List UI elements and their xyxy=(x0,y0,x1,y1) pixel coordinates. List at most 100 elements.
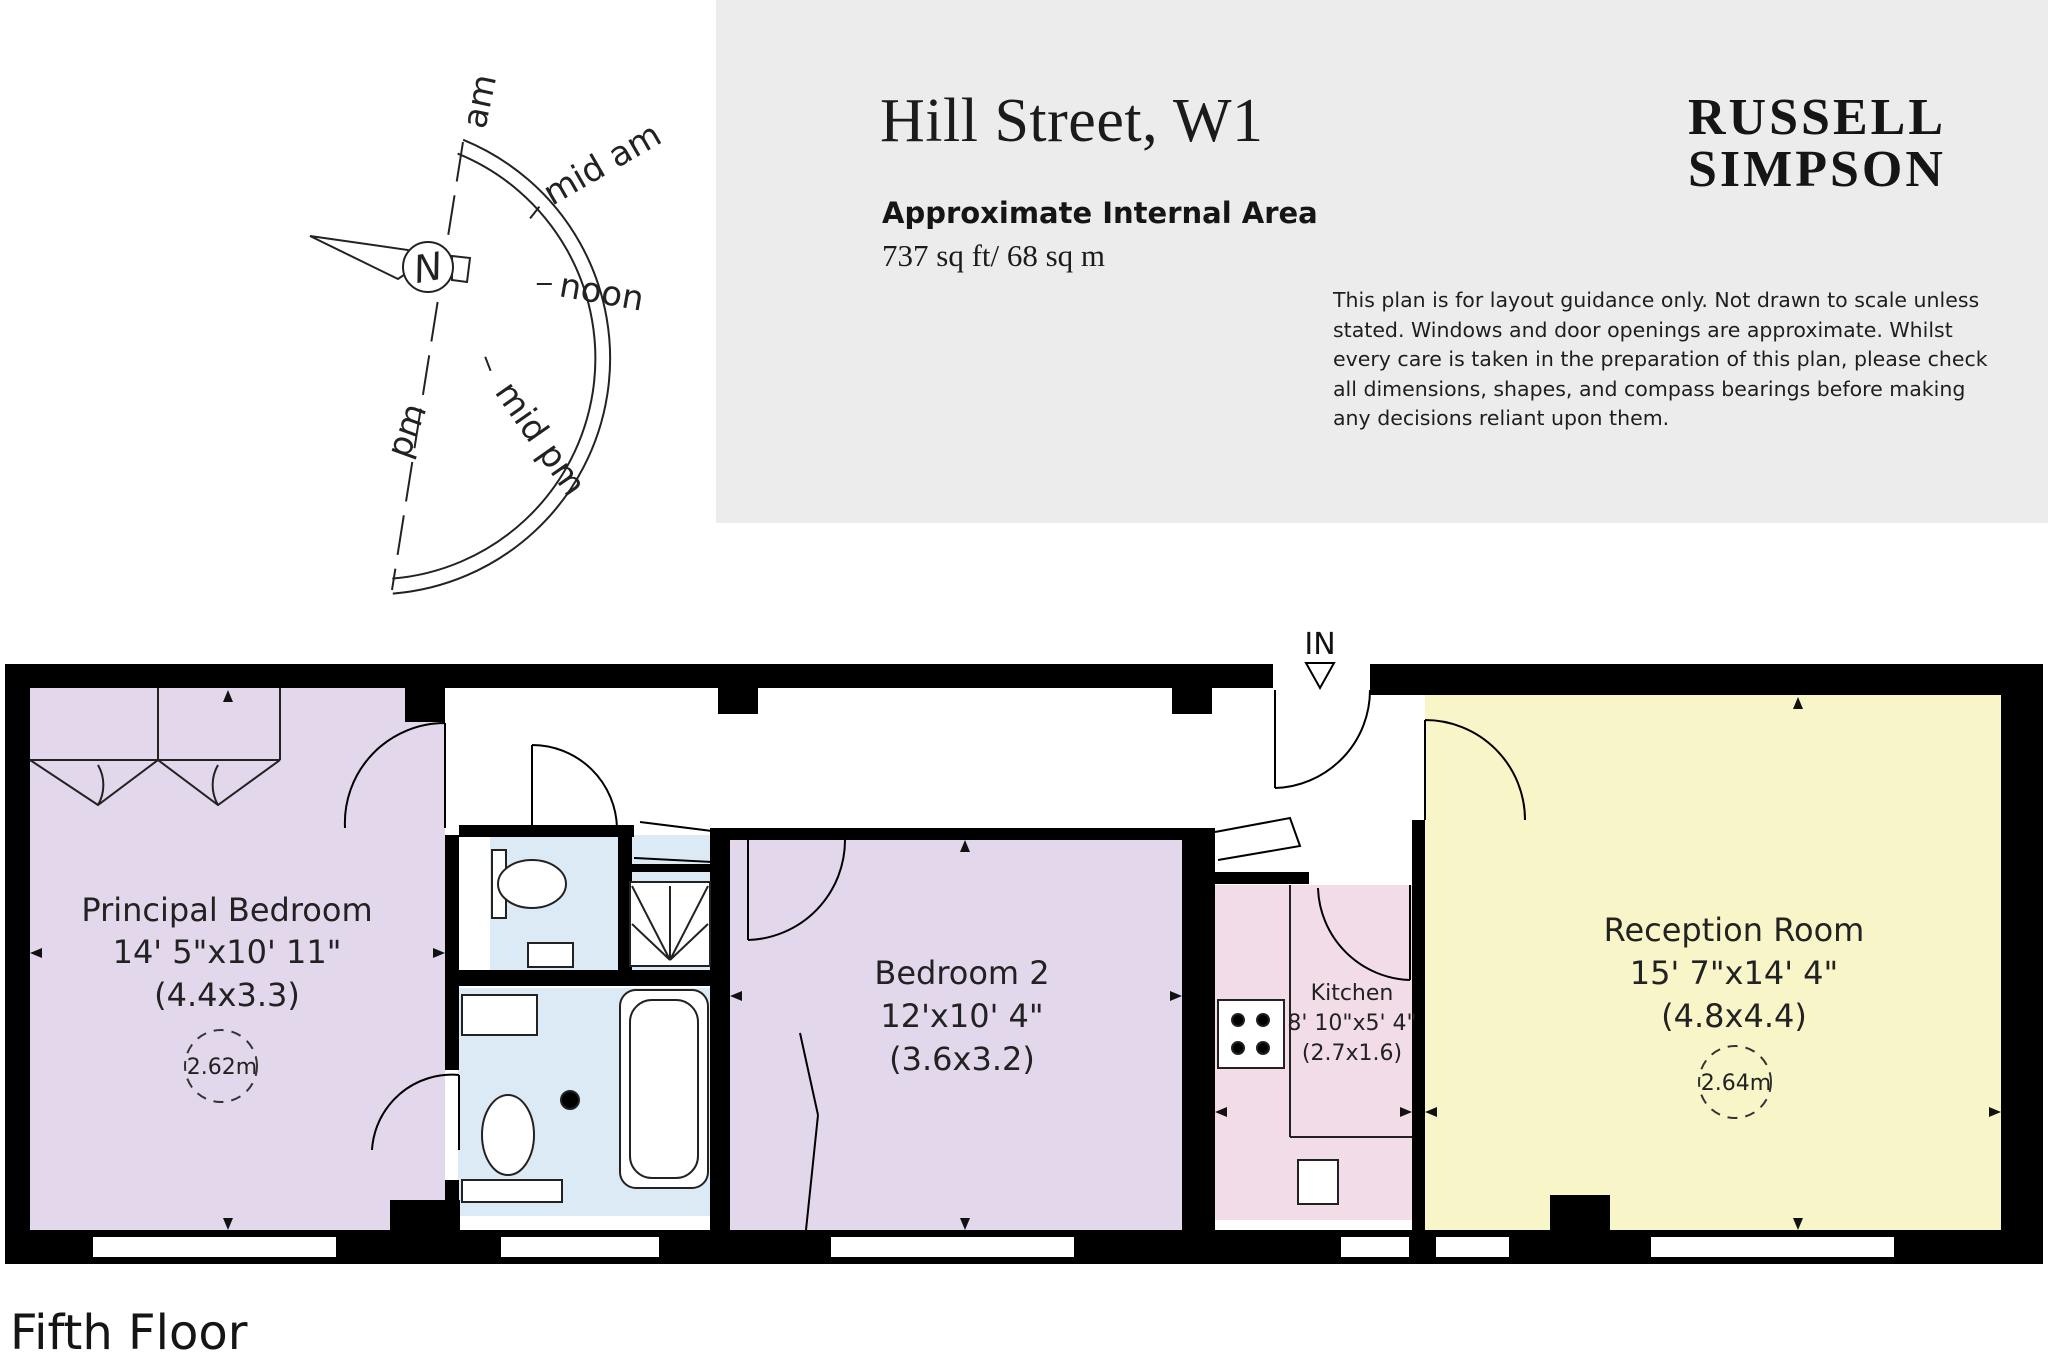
wardrobe-fill xyxy=(30,688,280,808)
entrance-label: IN xyxy=(1304,627,1335,662)
wall-kitchen-north xyxy=(1215,872,1309,884)
wall-right xyxy=(2001,664,2043,1264)
sun-arc-tick-mid-pm xyxy=(484,356,492,372)
brand-line-2: SIMPSON xyxy=(1688,141,1946,198)
room-name-principal-bedroom: Principal Bedroom xyxy=(81,891,372,929)
compass-label-pm: pm xyxy=(379,398,435,463)
disclaimer: This plan is for layout guidance only. N… xyxy=(1333,288,1988,430)
room-name-bedroom-2: Bedroom 2 xyxy=(874,954,1049,992)
wc-basin xyxy=(527,942,574,968)
cupboard-kitchen xyxy=(1214,816,1302,861)
hallway-fill xyxy=(445,688,1425,825)
wall-shower-north xyxy=(628,864,720,872)
header-panel xyxy=(716,0,2048,523)
bath-basin xyxy=(461,994,538,1036)
wardrobe xyxy=(29,688,281,807)
hob xyxy=(1217,999,1285,1069)
room-metric-reception-room: (4.8x4.4) xyxy=(1661,997,1807,1035)
area-label: Approximate Internal Area xyxy=(882,196,1318,230)
wall-bath-south-block xyxy=(390,1200,460,1232)
kitchen-sink xyxy=(1297,1159,1339,1205)
fixtures xyxy=(461,849,1412,1205)
sun-arc-outer xyxy=(392,138,612,595)
wall-pb-east xyxy=(445,835,459,1070)
room-name-kitchen: Kitchen xyxy=(1311,981,1394,1006)
entrance-arrow-icon xyxy=(1304,662,1336,691)
wall-bed2-north xyxy=(710,828,1182,840)
floor-label: Fifth Floor xyxy=(10,1305,248,1361)
door-bed2-cupboard xyxy=(799,1032,819,1231)
room-dims-kitchen: 8' 10"x5' 4" xyxy=(1287,1011,1416,1036)
cupboard-wc xyxy=(633,821,722,864)
wall-wc-south xyxy=(459,970,721,986)
property-title: Hill Street, W1 xyxy=(880,87,1264,155)
door-bathroom xyxy=(371,1073,460,1151)
door-principal-bedroom xyxy=(343,721,446,829)
door-bedroom-2 xyxy=(747,838,846,941)
ceiling-height-principal: 2.62m xyxy=(187,1055,257,1080)
wall-wc-north xyxy=(459,825,634,837)
door-wc xyxy=(531,744,618,829)
windows xyxy=(91,1235,1896,1259)
wall-bath-east xyxy=(710,828,730,1230)
wall-left xyxy=(5,664,30,1264)
drain-icon xyxy=(560,1090,580,1110)
compass xyxy=(309,138,612,595)
wc-toilet-top xyxy=(497,859,567,909)
door-reception xyxy=(1424,719,1526,821)
window-principal-bedroom xyxy=(91,1235,338,1259)
brand-line-1: RUSSELL xyxy=(1688,89,1946,146)
hob-ring-3 xyxy=(1231,1041,1245,1055)
bedroom-2-fill xyxy=(730,838,1182,1233)
doors xyxy=(343,689,1526,1231)
compass-label-am: am xyxy=(455,71,505,132)
wall-pillar-hall-1 xyxy=(718,688,758,714)
window-kitchen xyxy=(1339,1235,1411,1259)
bath-toilet xyxy=(481,1094,535,1176)
room-metric-principal-bedroom: (4.4x3.3) xyxy=(154,976,300,1014)
wall-hall-east xyxy=(1412,820,1425,1230)
door-kitchen xyxy=(1317,885,1411,981)
compass-tail xyxy=(451,254,472,284)
ceiling-height-circle-reception xyxy=(1698,1045,1772,1119)
brand-logo: RUSSELL SIMPSON xyxy=(1688,92,1946,196)
hob-ring-2 xyxy=(1256,1013,1270,1027)
wall-pb-east-upper xyxy=(405,688,445,722)
sun-arc-inner xyxy=(392,152,597,580)
room-dims-reception-room: 15' 7"x14' 4" xyxy=(1630,954,1838,992)
room-dims-bedroom-2: 12'x10' 4" xyxy=(880,997,1043,1035)
bathtub-inner xyxy=(629,999,699,1179)
ceiling-height-circle-principal xyxy=(184,1029,258,1103)
hob-ring-4 xyxy=(1256,1041,1270,1055)
measure-arrows xyxy=(30,690,2001,1230)
ceiling-height-reception: 2.64m xyxy=(1701,1071,1771,1096)
room-dims-principal-bedroom: 14' 5"x10' 11" xyxy=(113,933,342,971)
area-value: 737 sq ft/ 68 sq m xyxy=(882,238,1106,273)
compass-label-mid-pm: mid pm xyxy=(487,374,594,503)
window-reception-2 xyxy=(1649,1235,1896,1259)
reception-room-fill xyxy=(1425,695,2001,1230)
wall-pillar-reception xyxy=(1550,1195,1610,1233)
door-entrance xyxy=(1274,689,1371,789)
compass-axis xyxy=(391,141,464,591)
wall-top-right xyxy=(1370,664,2043,695)
sun-arc-tick-mid-am xyxy=(529,205,541,220)
room-metric-bedroom-2: (3.6x3.2) xyxy=(889,1040,1035,1078)
compass-circle xyxy=(402,241,454,293)
wardrobe-doors xyxy=(29,758,281,807)
room-name-reception-room: Reception Room xyxy=(1604,911,1865,949)
wall-bed2-east xyxy=(1182,828,1215,1230)
room-metric-kitchen: (2.7x1.6) xyxy=(1302,1041,1402,1066)
wall-top-left xyxy=(5,664,1273,688)
shower-fan xyxy=(631,885,709,961)
compass-label-noon: noon xyxy=(556,265,646,319)
hob-ring-1 xyxy=(1231,1013,1245,1027)
window-bedroom-2 xyxy=(829,1235,1076,1259)
wall-shower-west xyxy=(618,868,628,970)
bath-toilet-cistern xyxy=(461,1179,563,1203)
window-bathroom xyxy=(499,1235,661,1259)
wall-pillar-hall-2 xyxy=(1172,688,1212,714)
window-reception-1 xyxy=(1434,1235,1511,1259)
compass-label-mid-am: mid am xyxy=(537,115,669,214)
